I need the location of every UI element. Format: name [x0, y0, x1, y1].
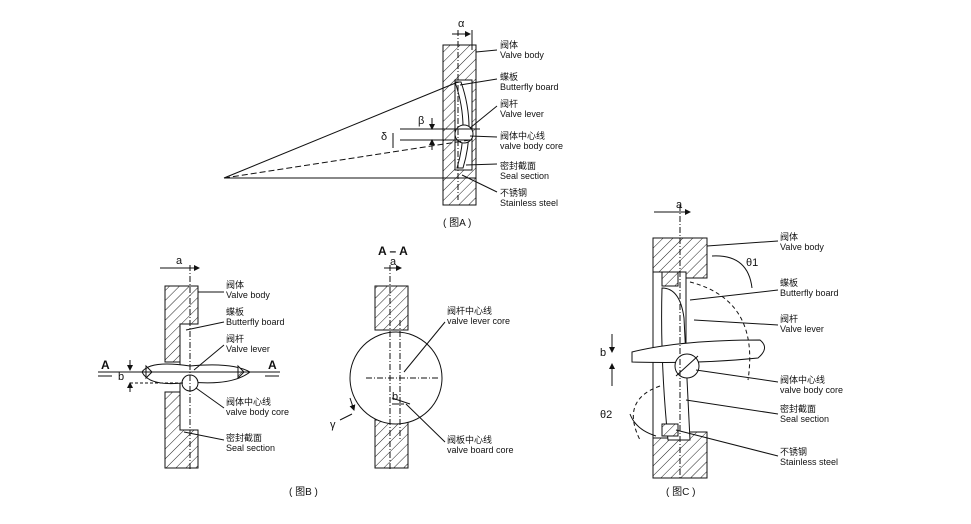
fig-a-butterfly-board — [454, 81, 470, 169]
fig-c-label-0-cn: 阀体 — [780, 231, 798, 242]
fig-a-cone-top — [223, 81, 459, 179]
fig-b-caption: ( 图B ) — [289, 486, 318, 498]
fig-b-label-4-cn: 密封截面 — [226, 432, 262, 443]
fig-b-label-3-en: valve body core — [226, 407, 289, 417]
fig-a-label-2-en: Valve lever — [500, 109, 544, 119]
fig-c-caption: ( 图C ) — [666, 486, 695, 498]
fig-b-label-2-en: Valve lever — [226, 344, 270, 354]
fig-c-label-5-en: Stainless steel — [780, 457, 838, 467]
fig-c-dim-b: b — [600, 347, 606, 359]
fig-aa-valve-body-top — [374, 285, 409, 331]
fig-c-label-1-en: Butterfly board — [780, 288, 839, 298]
fig-c-label-4-cn: 密封截面 — [780, 403, 816, 414]
fig-c-label-5-cn: 不锈钢 — [780, 446, 807, 457]
fig-a-alpha-symbol: α — [458, 18, 465, 30]
fig-b-label-1-cn: 蝶板 — [226, 306, 244, 317]
fig-aa-valve-body-bottom — [374, 419, 409, 469]
fig-aa-label-0-cn: 阀杆中心线 — [447, 305, 492, 316]
fig-c-label-2-cn: 阀杆 — [780, 313, 798, 324]
fig-a-label-4-cn: 密封截面 — [500, 160, 536, 171]
fig-c-label-2-en: Valve lever — [780, 324, 824, 334]
fig-c-label-4-en: Seal section — [780, 414, 829, 424]
fig-aa-dim-b: b — [392, 391, 398, 403]
fig-a-label-0-cn: 阀体 — [500, 39, 518, 50]
fig-a-label-2-cn: 阀杆 — [500, 98, 518, 109]
fig-aa-gamma: γ — [330, 419, 336, 431]
fig-b-valve-body-bottom — [164, 391, 199, 469]
fig-c-theta2: θ2 — [600, 409, 612, 421]
figure-aa — [339, 265, 446, 470]
fig-b-section-right: A — [268, 358, 277, 372]
fig-b-label-4-en: Seal section — [226, 443, 275, 453]
fig-b-section-left: A — [101, 358, 110, 372]
fig-b-labels: 阀体 Valve body 蝶板 Butterfly board 阀杆 Valv… — [226, 279, 289, 453]
fig-a-label-0-en: Valve body — [500, 50, 544, 60]
fig-b-label-2-cn: 阀杆 — [226, 333, 244, 344]
fig-a-label-5-en: Stainless steel — [500, 198, 558, 208]
fig-c-label-1-cn: 蝶板 — [780, 277, 798, 288]
figure-a — [223, 30, 498, 206]
fig-aa-labels: 阀杆中心线 valve lever core 阀板中心线 valve board… — [447, 305, 514, 455]
figure-b — [98, 265, 280, 470]
fig-b-dim-a: a — [176, 255, 183, 267]
fig-aa-label-0-en: valve lever core — [447, 316, 510, 326]
fig-b-label-0-en: Valve body — [226, 290, 270, 300]
fig-a-beta-symbol: β — [418, 115, 424, 127]
fig-a-cone-center — [223, 139, 471, 179]
fig-b-label-0-cn: 阀体 — [226, 279, 244, 290]
fig-b-label-1-en: Butterfly board — [226, 317, 285, 327]
fig-c-label-3-cn: 阀体中心线 — [780, 374, 825, 385]
fig-a-label-4-en: Seal section — [500, 171, 549, 181]
fig-a-label-1-en: Butterfly board — [500, 82, 559, 92]
fig-a-label-1-cn: 蝶板 — [500, 71, 518, 82]
fig-aa-title: A – A — [378, 244, 408, 258]
fig-aa-label-1-cn: 阀板中心线 — [447, 434, 492, 445]
fig-a-labels: 阀体 Valve body 蝶板 Butterfly board 阀杆 Valv… — [500, 39, 563, 208]
fig-c-theta1: θ1 — [746, 257, 758, 269]
fig-a-label-3-cn: 阀体中心线 — [500, 130, 545, 141]
fig-b-label-3-cn: 阀体中心线 — [226, 396, 271, 407]
fig-c-labels: 阀体 Valve body 蝶板 Butterfly board 阀杆 Valv… — [780, 231, 843, 467]
fig-c-dim-a: a — [676, 199, 683, 211]
figure-c — [609, 205, 779, 480]
fig-a-caption: ( 图A ) — [443, 217, 471, 229]
fig-c-valve-lever-bar — [631, 339, 765, 363]
fig-aa-label-1-en: valve board core — [447, 445, 514, 455]
fig-a-label-5-cn: 不锈钢 — [500, 187, 527, 198]
fig-a-label-3-en: valve body core — [500, 141, 563, 151]
fig-c-label-3-en: valve body core — [780, 385, 843, 395]
fig-b-valve-body-top — [164, 285, 199, 363]
fig-aa-dim-a: a — [390, 256, 397, 268]
fig-a-delta-symbol: δ — [381, 131, 387, 143]
fig-c-label-0-en: Valve body — [780, 242, 824, 252]
fig-b-dim-b: b — [118, 371, 124, 383]
